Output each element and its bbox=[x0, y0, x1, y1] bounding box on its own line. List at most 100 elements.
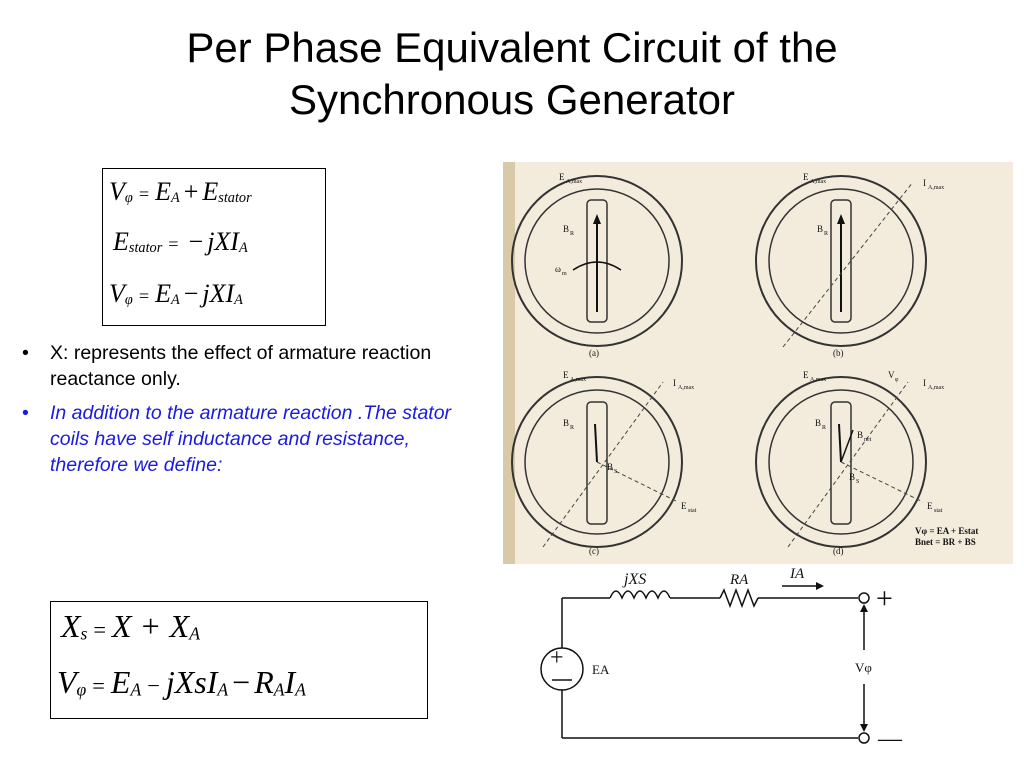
ra-label: RA bbox=[729, 572, 749, 588]
label: B bbox=[849, 472, 855, 482]
label-sub: stat bbox=[934, 508, 943, 514]
label: I bbox=[673, 378, 676, 388]
eq-term: E bbox=[110, 664, 131, 700]
eq-equals: = bbox=[92, 673, 105, 698]
label-sub: S bbox=[856, 479, 859, 485]
eq-term: jXI bbox=[202, 279, 235, 308]
label: E bbox=[559, 172, 565, 182]
eq-term: V bbox=[57, 664, 77, 700]
label-sub: R bbox=[570, 425, 574, 431]
label: V bbox=[888, 370, 895, 380]
equivalent-circuit: + jXS RA IA EA Vφ + — bbox=[520, 562, 920, 762]
label: B bbox=[817, 224, 823, 234]
eq-term: E bbox=[202, 177, 219, 206]
panel-caption: (a) bbox=[589, 348, 599, 358]
slide-title: Per Phase Equivalent Circuit of the Sync… bbox=[60, 22, 964, 126]
bullet-item-stator-coils: • In addition to the armature reaction .… bbox=[22, 400, 472, 478]
armature-reaction-svg: E A,max B R ω m (a) E A,max I A,max B bbox=[503, 162, 978, 564]
label: E bbox=[803, 370, 809, 380]
jxs-label: jXS bbox=[622, 571, 646, 588]
eq-sub: A bbox=[170, 292, 180, 309]
armature-reaction-figure: E A,max B R ω m (a) E A,max I A,max B bbox=[503, 162, 1013, 564]
eq-sub: A bbox=[189, 623, 200, 644]
label-sub: net bbox=[864, 437, 872, 443]
eq-operator: + bbox=[141, 608, 160, 644]
label-sub: m bbox=[562, 271, 567, 277]
eq-sub: φ bbox=[76, 679, 87, 700]
eq-equals: = bbox=[93, 617, 107, 642]
label: E bbox=[681, 501, 687, 511]
eq-sub: φ bbox=[124, 190, 133, 207]
label-sub: A,max bbox=[810, 377, 826, 383]
eq-operator: + bbox=[183, 177, 199, 206]
eq-sub: A bbox=[234, 292, 243, 309]
figure-legend-line: Vφ = EA + Estat bbox=[915, 526, 978, 536]
source-plus: + bbox=[550, 645, 564, 671]
label-sub: A,max bbox=[570, 377, 586, 383]
panel-caption: (b) bbox=[833, 348, 844, 358]
eq-equals: = bbox=[138, 184, 150, 204]
eq-term: X bbox=[61, 608, 81, 644]
eq-term: E bbox=[155, 177, 171, 206]
eq-sub: A bbox=[273, 679, 285, 700]
label: E bbox=[803, 172, 809, 182]
eq-sub: stator bbox=[218, 190, 252, 207]
label-sub: φ bbox=[895, 377, 899, 383]
label-sub: stat bbox=[688, 508, 697, 514]
panel-a: E A,max B R ω m (a) bbox=[511, 172, 683, 358]
eq-term: V bbox=[109, 177, 125, 206]
title-line-1: Per Phase Equivalent Circuit of the bbox=[186, 24, 838, 71]
bullet-text: X: represents the effect of armature rea… bbox=[50, 342, 432, 390]
label: I bbox=[923, 178, 926, 188]
eq-sub: s bbox=[80, 623, 88, 644]
eq-equals: = bbox=[168, 234, 179, 254]
equation-box-stator: Vφ=EA+Estator Estator=−jXIA Vφ=EA−jXIA bbox=[102, 168, 326, 326]
eq-operator: − bbox=[232, 664, 251, 700]
equivalent-circuit-svg: + jXS RA IA EA Vφ + — bbox=[540, 566, 903, 752]
label: B bbox=[815, 418, 821, 428]
eq-term: X bbox=[112, 608, 132, 644]
eq-operator: − bbox=[147, 673, 160, 698]
eq-term: E bbox=[113, 227, 129, 256]
terminal-minus: — bbox=[877, 726, 903, 752]
label: ω bbox=[555, 264, 561, 274]
equation-e-stator: Estator=−jXIA bbox=[113, 227, 248, 257]
eq-operator: − bbox=[183, 279, 199, 308]
eq-term: X bbox=[169, 608, 190, 644]
eq-sub: stator bbox=[128, 240, 163, 257]
eq-operator: − bbox=[188, 227, 204, 256]
equation-v-phi-sum: Vφ=EA+Estator bbox=[109, 177, 252, 207]
label-sub: A,max bbox=[928, 385, 944, 391]
eq-sub: A bbox=[295, 679, 306, 700]
bullet-marker: • bbox=[22, 402, 29, 424]
eq-term: jXI bbox=[207, 227, 239, 256]
label-sub: A,max bbox=[678, 385, 694, 391]
label: B bbox=[563, 418, 569, 428]
label: B bbox=[857, 430, 863, 440]
bullet-text: In addition to the armature reaction .Th… bbox=[50, 402, 452, 476]
eq-equals: = bbox=[138, 286, 150, 306]
panel-caption: (d) bbox=[833, 546, 844, 556]
panel-c: E A,max I A,max B R B S E stat (c) bbox=[511, 370, 697, 556]
label-sub: A,max bbox=[810, 179, 826, 185]
eq-sub: A bbox=[170, 190, 180, 207]
title-line-2: Synchronous Generator bbox=[289, 76, 735, 123]
figure-legend-line: Bnet = BR + BS bbox=[915, 537, 976, 547]
equation-box-synchronous: Xs=X+XA Vφ=EA−jXsIA−RAIA bbox=[50, 601, 428, 719]
equation-v-phi-jxi: Vφ=EA−jXIA bbox=[109, 279, 243, 309]
panel-caption: (c) bbox=[589, 546, 599, 556]
label-sub: R bbox=[824, 231, 828, 237]
label: B bbox=[563, 224, 569, 234]
eq-sub: A bbox=[130, 679, 142, 700]
label-sub: R bbox=[570, 231, 574, 237]
bullet-marker: • bbox=[22, 342, 29, 364]
label-sub: S bbox=[614, 469, 617, 475]
panel-b: E A,max I A,max B R (b) bbox=[755, 172, 944, 358]
equation-xs: Xs=X+XA bbox=[61, 608, 200, 645]
eq-term: R bbox=[254, 664, 274, 700]
panel-d: E A,max V φ I A,max B R B net B S E stat… bbox=[755, 370, 944, 556]
eq-sub: A bbox=[217, 679, 229, 700]
eq-term: E bbox=[155, 279, 171, 308]
eq-term: I bbox=[284, 664, 296, 700]
label: E bbox=[563, 370, 569, 380]
